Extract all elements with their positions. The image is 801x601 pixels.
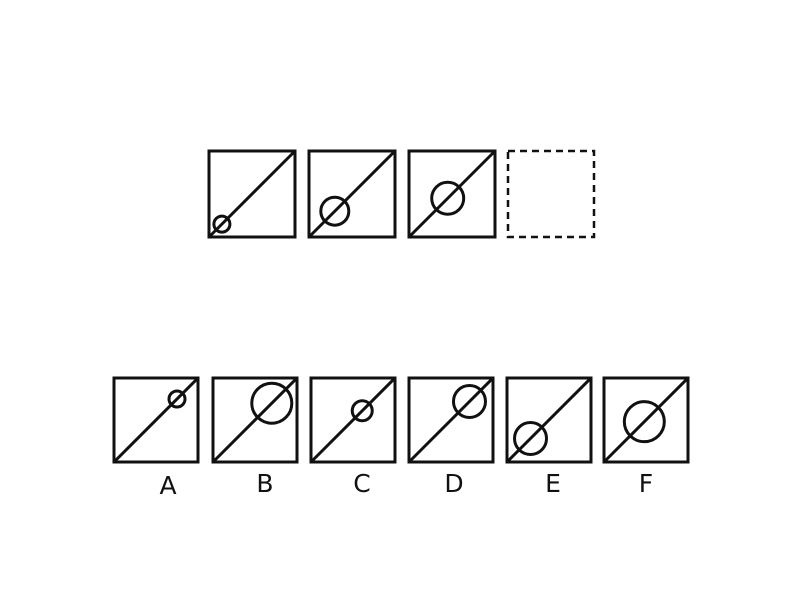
sequence-box-1: [207, 149, 297, 239]
circle-mark: [622, 400, 666, 444]
diagonal-line: [309, 376, 397, 464]
circle-mark: [513, 420, 549, 456]
option-label-b: B: [256, 469, 273, 498]
circle-mark: [350, 399, 374, 423]
circle-mark: [212, 214, 232, 234]
options-row: [112, 376, 690, 464]
diagonal-line: [307, 149, 397, 239]
option-label-a: A: [159, 471, 176, 500]
option-box-b: [211, 376, 299, 464]
box-frame: [112, 376, 200, 464]
diagonal-line: [112, 376, 200, 464]
option-box-f: [602, 376, 690, 464]
circle-mark: [319, 195, 351, 227]
box-frame: [602, 376, 690, 464]
option-box-d: [407, 376, 495, 464]
circle-mark: [167, 389, 187, 409]
sequence-box-3: [407, 149, 497, 239]
option-label-d: D: [444, 469, 463, 498]
box-frame: [309, 376, 397, 464]
diagonal-line: [407, 376, 495, 464]
diagonal-line: [207, 149, 297, 239]
box-frame: [505, 376, 593, 464]
option-box-e: [505, 376, 593, 464]
sequence-row: [207, 149, 596, 239]
missing-answer-box: [506, 149, 596, 239]
option-label-e: E: [545, 469, 561, 498]
box-frame: [407, 149, 497, 239]
sequence-box-2: [307, 149, 397, 239]
diagonal-line: [602, 376, 690, 464]
option-label-c: C: [353, 469, 370, 498]
circle-mark: [430, 180, 466, 216]
box-frame: [211, 376, 299, 464]
option-box-c: [309, 376, 397, 464]
circle-mark: [451, 384, 487, 420]
option-label-f: F: [639, 469, 653, 498]
sequence-box-4: [506, 149, 596, 239]
option-box-a: [112, 376, 200, 464]
diagonal-line: [211, 376, 299, 464]
diagonal-line: [407, 149, 497, 239]
diagonal-line: [505, 376, 593, 464]
option-labels: A B C D E F: [159, 469, 653, 500]
box-frame: [207, 149, 297, 239]
box-frame: [307, 149, 397, 239]
box-frame: [407, 376, 495, 464]
circle-mark: [250, 381, 294, 425]
